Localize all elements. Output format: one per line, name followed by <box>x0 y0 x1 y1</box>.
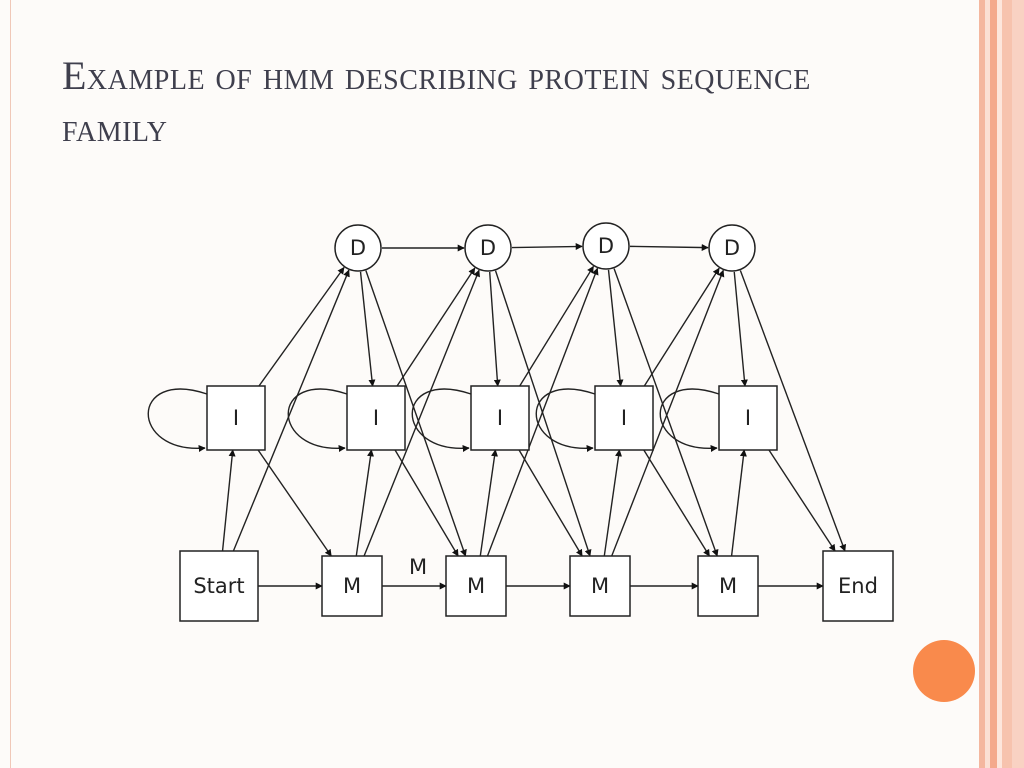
edge-delete-to-match <box>494 270 592 557</box>
edge-match-to-insert <box>479 449 499 557</box>
edge-insert-to-delete <box>643 267 720 387</box>
edge-insert-to-delete <box>396 267 476 387</box>
insert-node-label: I <box>233 406 239 430</box>
insert-node <box>594 385 654 451</box>
decor-stripe <box>985 0 990 768</box>
delete-node <box>334 224 382 272</box>
insert-node-label: I <box>745 406 751 430</box>
edge-delete-to-match <box>613 268 719 557</box>
edge-delete-to-insert <box>359 271 376 387</box>
edge-delete-to-insert <box>733 271 748 387</box>
delete-node-label: D <box>350 236 366 260</box>
match-node-label: M <box>343 574 361 598</box>
edge-match-to-insert <box>355 449 375 557</box>
decor-stripe <box>1002 0 1012 768</box>
delete-node <box>464 224 512 272</box>
insert-node-label: I <box>621 406 627 430</box>
edge-insert-self-loop <box>659 388 720 452</box>
delete-node-label: D <box>480 236 496 260</box>
match-node-label: M <box>591 574 609 598</box>
decor-stripe <box>990 0 997 768</box>
edge-delete-to-delete <box>511 243 583 251</box>
edge-match-to-delete <box>363 269 480 557</box>
edge-label-m: M <box>409 555 427 579</box>
edge-delete-to-match <box>365 270 467 557</box>
delete-node <box>582 222 630 270</box>
insert-node <box>470 385 530 451</box>
insert-node-label: I <box>497 406 503 430</box>
insert-node-label: I <box>373 406 379 430</box>
edge-insert-to-delete <box>258 266 345 387</box>
decor-stripe <box>979 0 985 768</box>
left-margin-line <box>10 0 11 768</box>
edge-match-to-insert <box>603 449 623 557</box>
edge-delete-to-match <box>739 270 847 552</box>
edge-insert-self-loop <box>287 388 348 452</box>
edge-delete-to-delete <box>629 244 709 252</box>
end-node-label: End <box>838 574 878 598</box>
match-node <box>445 555 507 617</box>
match-node <box>569 555 631 617</box>
delete-node-label: D <box>598 234 614 258</box>
start-node-label: Start <box>193 574 244 598</box>
edge-insert-to-match <box>643 449 711 557</box>
slide-title: Example of hmm describing protein sequen… <box>62 53 811 150</box>
match-node <box>697 555 759 617</box>
match-node <box>321 555 383 617</box>
nodes-group: Start End M M M M I I I I I D D D D <box>179 222 894 622</box>
decor-stripe <box>997 0 1002 768</box>
edge-start-to-insert <box>221 449 236 552</box>
edges-group <box>147 243 847 590</box>
edge-insert-self-loop <box>411 388 472 452</box>
edge-match-to-insert <box>730 449 747 557</box>
edge-insert-self-loop <box>535 388 596 452</box>
match-node-label: M <box>719 574 737 598</box>
decor-stripe <box>1012 0 1024 768</box>
match-node-label: M <box>467 574 485 598</box>
edge-start-to-delete <box>232 269 350 552</box>
delete-node <box>708 224 756 272</box>
insert-node <box>346 385 406 451</box>
insert-node <box>206 385 266 451</box>
delete-node-label: D <box>724 236 740 260</box>
end-node <box>822 550 894 622</box>
insert-node <box>718 385 778 451</box>
edge-insert-to-match <box>394 449 459 557</box>
edge-insert-to-match <box>257 449 332 557</box>
edge-match-to-delete <box>611 269 725 557</box>
start-node <box>179 550 259 622</box>
edge-insert-to-match <box>768 449 836 552</box>
edge-insert-to-match <box>518 449 583 557</box>
edge-delete-to-insert <box>607 269 624 387</box>
accent-dot <box>913 640 975 702</box>
edge-insert-to-delete <box>519 265 595 387</box>
edge-delete-to-insert <box>488 271 501 387</box>
edge-insert-self-loop <box>147 388 208 452</box>
